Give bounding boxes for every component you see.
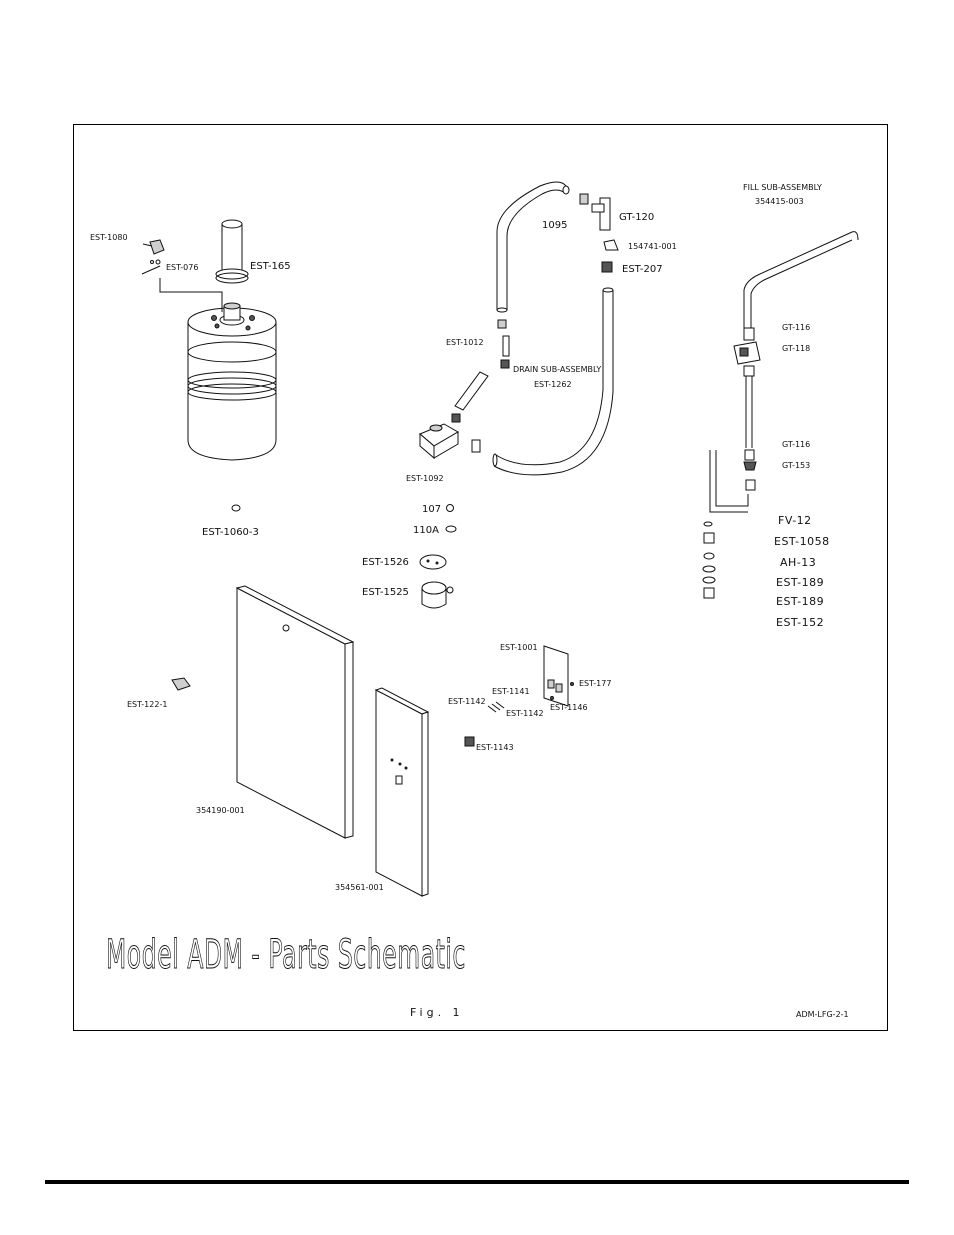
label-gt-120: GT-120 bbox=[619, 212, 654, 223]
label-est-177: EST-177 bbox=[579, 679, 611, 688]
label-354561-001: 354561-001 bbox=[335, 883, 384, 892]
drain-assembly bbox=[419, 181, 619, 609]
label-est-1526: EST-1526 bbox=[362, 557, 409, 568]
drain-sub-assembly-label: DRAIN SUB-ASSEMBLY bbox=[513, 365, 601, 374]
label-est-1525: EST-1525 bbox=[362, 587, 409, 598]
label-est-207: EST-207 bbox=[622, 264, 663, 275]
label-ah-13: AH-13 bbox=[780, 556, 816, 569]
tank-assembly bbox=[141, 219, 277, 512]
panels bbox=[171, 585, 574, 897]
drawing-frame bbox=[73, 124, 888, 1031]
footer-rule bbox=[45, 1180, 909, 1184]
label-154741-001: 154741-001 bbox=[628, 242, 677, 251]
label-est-1142-b: EST-1142 bbox=[506, 709, 544, 718]
drawing-id: ADM-LFG-2-1 bbox=[796, 1010, 849, 1019]
label-est-189-b: EST-189 bbox=[776, 595, 824, 608]
drawing-title: Model ADM - Parts Schematic bbox=[106, 932, 466, 978]
label-est-1143: EST-1143 bbox=[476, 743, 514, 752]
label-1095: 1095 bbox=[542, 220, 567, 231]
label-est-189-a: EST-189 bbox=[776, 576, 824, 589]
label-est-165: EST-165 bbox=[250, 261, 291, 272]
label-est-1012: EST-1012 bbox=[446, 338, 484, 347]
label-110a: 110A bbox=[413, 525, 439, 536]
label-fv-12: FV-12 bbox=[778, 514, 812, 527]
label-gt-116-bottom: GT-116 bbox=[782, 440, 810, 449]
label-est-1001: EST-1001 bbox=[500, 643, 538, 652]
label-est-1142-a: EST-1142 bbox=[448, 697, 486, 706]
label-est-1080: EST-1080 bbox=[90, 233, 128, 242]
fill-sub-assembly-number: 354415-003 bbox=[755, 197, 804, 206]
figure-label: Fig. 1 bbox=[410, 1006, 464, 1019]
label-gt-116-top: GT-116 bbox=[782, 323, 810, 332]
label-est-076: EST-076 bbox=[166, 263, 198, 272]
label-est-1092: EST-1092 bbox=[406, 474, 444, 483]
label-est-122-1: EST-122-1 bbox=[127, 700, 167, 709]
label-est-1146: EST-1146 bbox=[550, 703, 588, 712]
label-gt-153: GT-153 bbox=[782, 461, 810, 470]
part-labels: FILL SUB-ASSEMBLY 354415-003 DRAIN SUB-A… bbox=[90, 183, 830, 892]
fill-assembly bbox=[702, 231, 859, 599]
label-107: 107 bbox=[422, 504, 441, 515]
label-est-1058: EST-1058 bbox=[774, 535, 830, 548]
fill-sub-assembly-label: FILL SUB-ASSEMBLY bbox=[743, 183, 822, 192]
label-est-1141: EST-1141 bbox=[492, 687, 530, 696]
label-354190-001: 354190-001 bbox=[196, 806, 245, 815]
label-gt-118: GT-118 bbox=[782, 344, 810, 353]
drain-sub-assembly-number: EST-1262 bbox=[534, 380, 572, 389]
label-est-1060-3: EST-1060-3 bbox=[202, 527, 259, 538]
label-est-152: EST-152 bbox=[776, 616, 824, 629]
